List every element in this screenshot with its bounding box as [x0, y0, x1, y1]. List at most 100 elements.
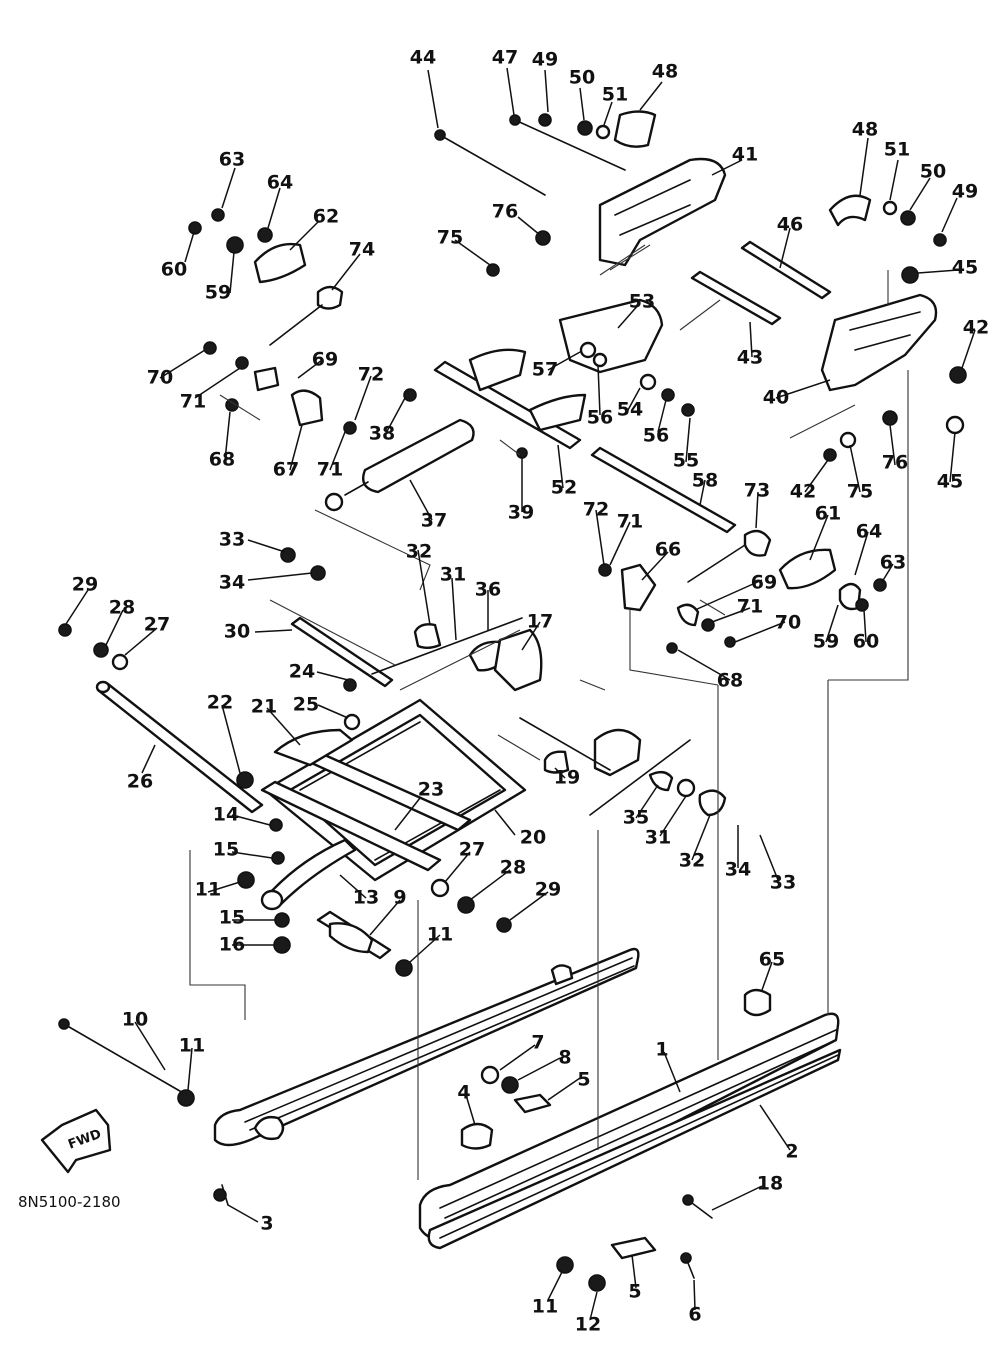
callout-label: 64 [856, 521, 882, 543]
callout-label: 6 [688, 1304, 701, 1326]
callout-label: 10 [122, 1009, 148, 1031]
callout-label: 47 [492, 47, 518, 69]
callout-label: 52 [551, 477, 577, 499]
callout-label: 15 [219, 907, 245, 929]
callout-label: 63 [880, 552, 906, 574]
callout-label: 39 [508, 502, 534, 524]
callout-label: 49 [952, 181, 978, 203]
callout-label: 40 [763, 387, 789, 409]
callout-label: 70 [775, 612, 801, 634]
callout-label: 71 [317, 459, 343, 481]
callout-label: 64 [267, 172, 293, 194]
callout-label: 18 [757, 1173, 783, 1195]
callout-label: 51 [884, 139, 910, 161]
callout-label: 17 [527, 611, 553, 633]
right-slide-rail [418, 1012, 842, 1250]
callout-label: 57 [532, 359, 558, 381]
callout-label: 75 [437, 227, 463, 249]
callout-label: 60 [853, 631, 879, 653]
callout-label: 53 [629, 291, 655, 313]
callout-label: 49 [532, 49, 558, 71]
diagram-code: 8N5100-2180 [18, 1193, 121, 1211]
callout-label: 37 [421, 510, 447, 532]
callout-label: 5 [628, 1281, 641, 1303]
callout-label: 50 [920, 161, 946, 183]
leader-lines [65, 67, 976, 1321]
callout-label: 68 [717, 670, 743, 692]
callout-label: 25 [293, 694, 319, 716]
assembly-guide-lines [189, 244, 909, 1180]
callout-label: 42 [963, 317, 989, 339]
callout-label: 71 [737, 596, 763, 618]
callout-label: 75 [847, 481, 873, 503]
callout-label: 50 [569, 67, 595, 89]
callout-label: 43 [737, 347, 763, 369]
callout-label: 12 [575, 1314, 601, 1336]
callout-label: 28 [500, 857, 526, 879]
callout-label: 59 [813, 631, 839, 653]
callout-label: 46 [777, 214, 803, 236]
callout-label: 65 [759, 949, 785, 971]
callout-label: 45 [952, 257, 978, 279]
callout-label: 67 [273, 459, 299, 481]
callout-label: 11 [532, 1296, 558, 1318]
callout-label: 45 [937, 471, 963, 493]
callout-label: 33 [219, 529, 245, 551]
callout-label: 20 [520, 827, 546, 849]
callout-label: 56 [587, 407, 613, 429]
callout-label: 51 [602, 84, 628, 106]
callout-label: 38 [369, 423, 395, 445]
callout-label: 42 [790, 481, 816, 503]
callout-label: 31 [645, 827, 671, 849]
callout-label: 24 [289, 661, 315, 683]
callout-label: 29 [535, 879, 561, 901]
callout-label: 9 [393, 887, 406, 909]
callout-label: 48 [852, 119, 878, 141]
rear-upper-assembly [253, 110, 938, 590]
callout-label: 23 [418, 779, 444, 801]
callout-label: 32 [406, 541, 432, 563]
callout-label: 74 [349, 239, 375, 261]
callout-label: 32 [679, 850, 705, 872]
callout-label: 58 [692, 470, 718, 492]
callout-label: 28 [109, 597, 135, 619]
callout-label: 11 [195, 879, 221, 901]
callout-label: 8 [558, 1047, 571, 1069]
small-hardware [58, 113, 967, 1292]
callout-label: 34 [725, 859, 751, 881]
callout-label: 56 [643, 425, 669, 447]
callout-label: 44 [410, 47, 436, 69]
callout-label: 36 [475, 579, 501, 601]
callout-label: 4 [457, 1082, 470, 1104]
callout-label: 68 [209, 449, 235, 471]
callout-label: 72 [583, 499, 609, 521]
forward-direction-arrow: FWD [40, 1108, 112, 1174]
callout-label: 48 [652, 61, 678, 83]
callout-label: 11 [179, 1035, 205, 1057]
callout-label: 19 [554, 767, 580, 789]
callout-label: 14 [213, 804, 239, 826]
callout-label: 66 [655, 539, 681, 561]
callout-label: 72 [358, 364, 384, 386]
callout-label: 54 [617, 399, 643, 421]
callout-label: 76 [492, 201, 518, 223]
callout-label: 27 [144, 614, 170, 636]
callout-label: 5 [577, 1069, 590, 1091]
rear-lower-assembly [371, 617, 727, 817]
callout-label: 71 [180, 391, 206, 413]
callout-label: 1 [655, 1039, 668, 1061]
callout-label: 61 [815, 503, 841, 525]
callout-label: 13 [353, 887, 379, 909]
callout-label: 60 [161, 259, 187, 281]
callout-label: 59 [205, 282, 231, 304]
callout-label: 73 [744, 480, 770, 502]
callout-label: 69 [751, 572, 777, 594]
callout-label: 55 [673, 450, 699, 472]
callout-label: 3 [260, 1213, 273, 1235]
callout-label: 34 [219, 572, 245, 594]
left-slide-rail [213, 947, 640, 1147]
callout-label: 70 [147, 367, 173, 389]
callout-label: 2 [785, 1141, 798, 1163]
callout-label: 30 [224, 621, 250, 643]
